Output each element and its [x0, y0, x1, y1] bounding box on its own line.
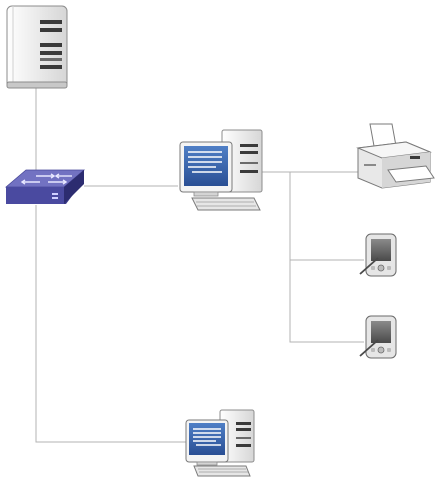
pda-device-icon: [359, 315, 397, 359]
edge-desktop-main-pdas: [289, 172, 364, 343]
server-tower-icon: [6, 5, 68, 89]
desktop-computer-icon: [185, 409, 255, 477]
edge-switch-desktop-bottom: [35, 205, 186, 443]
network-switch-icon: [4, 169, 86, 204]
connection-lines: [35, 88, 364, 443]
printer-icon: [356, 123, 435, 189]
pda-device-icon: [359, 233, 397, 277]
desktop-computer-icon: [179, 129, 263, 211]
